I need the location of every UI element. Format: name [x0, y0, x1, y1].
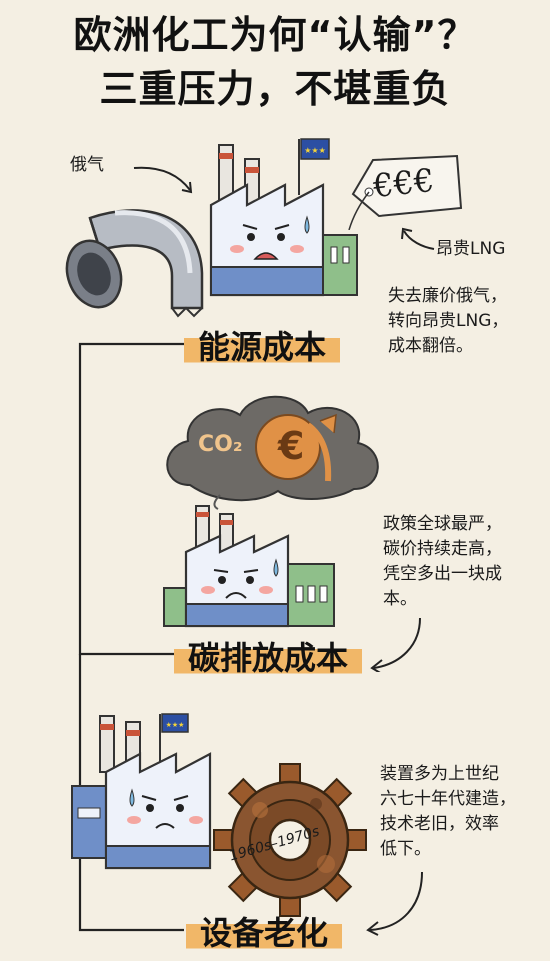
svg-text:★★★: ★★★	[166, 721, 185, 729]
factory-icon: ★★★	[71, 713, 212, 870]
euro-tag-text: €€€	[371, 160, 436, 206]
aging-equipment-note: 装置多为上世纪 六七十年代建造， 技术老旧，效率 低下。	[380, 764, 516, 859]
energy-cost-label: 能源成本	[184, 322, 341, 368]
euro-tag-icon	[348, 154, 463, 230]
broken-pipe-icon	[65, 209, 204, 318]
arrow-icon	[370, 617, 421, 672]
arrow-icon	[133, 166, 193, 194]
pipe-label: 俄气	[70, 155, 104, 175]
co2-cloud-icon	[166, 395, 379, 510]
rusty-gear-icon	[213, 763, 367, 917]
euro-symbol: €	[278, 424, 305, 468]
factory-icon	[163, 505, 335, 628]
lng-label: 昂贵LNG	[436, 239, 506, 259]
carbon-cost-label: 碳排放成本	[174, 633, 363, 679]
arrow-icon	[401, 227, 435, 250]
carbon-cost-note: 政策全球最严， 碳价持续走高， 凭空多出一块成 本。	[383, 514, 502, 609]
aging-equipment-label: 设备老化	[186, 908, 343, 954]
page-title-line2: 三重压力，不堪重负	[99, 67, 451, 111]
svg-text:★★★: ★★★	[304, 146, 326, 155]
energy-cost-note: 失去廉价俄气， 转向昂贵LNG， 成本翻倍。	[388, 286, 509, 356]
arrow-icon	[366, 871, 423, 936]
co2-text: CO₂	[198, 432, 243, 457]
page-title-line1: 欧洲化工为何“认输”？	[73, 13, 477, 57]
factory-icon: ★★★	[209, 138, 358, 297]
